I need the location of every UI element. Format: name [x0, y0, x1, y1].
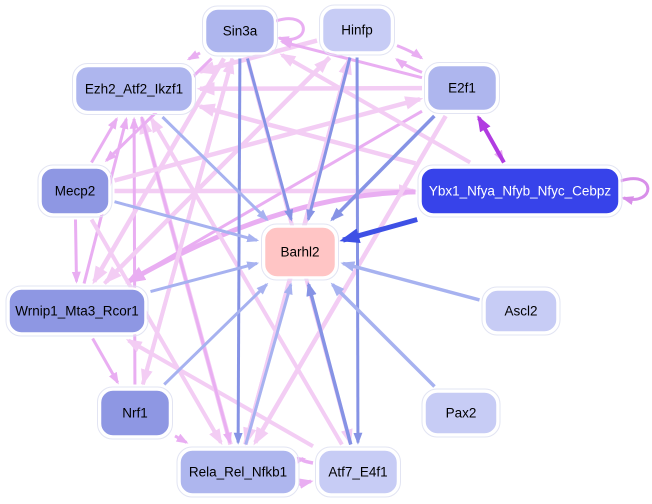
- self-loop-ybx1: [620, 177, 650, 205]
- node-hinfp[interactable]: Hinfp: [319, 4, 395, 56]
- edge-wrnip1-barhl2: [150, 261, 260, 294]
- edge-nrf1-barhl2: [163, 282, 269, 386]
- edge-wrnip1-nrf1: [91, 337, 119, 385]
- node-ascl2[interactable]: Ascl2: [481, 286, 561, 336]
- node-mecp2[interactable]: Mecp2: [37, 164, 113, 218]
- edge-mecp2-wrnip1: [71, 219, 81, 284]
- self-loop-sin3a: [275, 17, 305, 45]
- node-wrnip1[interactable]: Wrnip1_Mta3_Rcor1: [5, 285, 149, 337]
- edge-sin3a-barhl2: [246, 58, 293, 222]
- edge-e2f1-barhl2: [330, 114, 436, 222]
- edge-rela-barhl2: [244, 282, 293, 445]
- edge-mecp2-barhl2: [114, 200, 260, 243]
- node-ezh2[interactable]: Ezh2_Atf2_Ikzf1: [72, 63, 196, 115]
- edge-ybx1-wrnip1: [125, 189, 416, 284]
- edge-atf7-wrnip1: [125, 338, 314, 448]
- node-atf7[interactable]: Atf7_E4f1: [315, 446, 401, 498]
- edge-ybx1-ezh2: [196, 103, 417, 166]
- edge-rela-atf7: [298, 478, 314, 489]
- edge-sin3a-rela: [233, 58, 243, 445]
- edge-ybx1-sin3a: [279, 53, 472, 165]
- edge-e2f1-hinfp: [395, 58, 423, 74]
- node-pax2[interactable]: Pax2: [421, 388, 501, 438]
- edge-e2f1-ezh2: [196, 82, 423, 96]
- edge-atf7-ezh2: [149, 116, 344, 446]
- edge-ybx1-e2f1: [477, 115, 506, 164]
- node-e2f1[interactable]: E2f1: [424, 62, 500, 114]
- edge-hinfp-barhl2: [306, 57, 352, 222]
- node-nrf1[interactable]: Nrf1: [97, 386, 173, 440]
- edge-ascl2-barhl2: [340, 261, 480, 302]
- node-rela[interactable]: Rela_Rel_Nfkb1: [176, 446, 300, 498]
- node-sin3a[interactable]: Sin3a: [202, 5, 278, 57]
- edge-pax2-barhl2: [330, 282, 436, 388]
- edge-mecp2-ezh2: [90, 117, 118, 164]
- edge-e2f1-sin3a: [279, 39, 423, 80]
- node-barhl2[interactable]: Barhl2: [261, 223, 339, 281]
- node-ybx1[interactable]: Ybx1_Nfya_Nfyb_Nfyc_Cebpz: [417, 164, 623, 218]
- edge-atf7-rela: [291, 455, 314, 467]
- edge-ezh2-barhl2: [161, 115, 269, 222]
- edge-hinfp-e2f1: [396, 44, 424, 60]
- edge-hinfp-atf7: [353, 57, 363, 445]
- edge-sin3a-ezh2: [186, 50, 201, 61]
- edge-nrf1-rela: [174, 433, 189, 444]
- edge-e2f1-rela: [253, 114, 448, 446]
- edge-atf7-barhl2: [306, 281, 353, 445]
- edge-ybx1-barhl2: [339, 217, 418, 243]
